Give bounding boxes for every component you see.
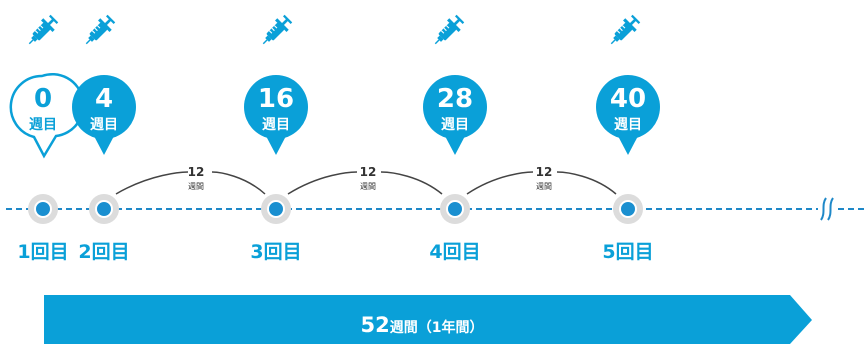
week-unit: 週目: [90, 117, 118, 133]
axis-break-icon: [820, 196, 836, 222]
week-unit: 週目: [262, 117, 290, 133]
syringe-icon: [258, 13, 294, 49]
week-marker-28: 28 週目: [423, 75, 487, 155]
total-text: 週間（1年間）: [390, 319, 484, 336]
dose-dot: [613, 194, 643, 224]
week-unit: 週目: [614, 117, 642, 133]
week-marker-40: 40 週目: [596, 75, 660, 155]
week-unit: 週目: [29, 117, 57, 133]
syringe-icon: [606, 13, 642, 49]
interval-arc: 12 週間: [466, 165, 617, 195]
total-number: 52: [361, 313, 390, 337]
total-duration-arrow: 52週間（1年間）: [44, 295, 812, 344]
syringe-icon: [24, 13, 60, 49]
syringe-icon: [81, 13, 117, 49]
interval-number: 12: [360, 165, 377, 179]
week-marker-0: 0 週目: [9, 72, 85, 159]
interval-unit: 週間: [360, 182, 376, 191]
interval-unit: 週間: [536, 182, 552, 191]
dose-dot: [261, 194, 291, 224]
total-duration-label: 52週間（1年間）: [361, 313, 484, 337]
dose-dot: [28, 194, 58, 224]
interval-arc: 12 週間: [115, 165, 266, 195]
dose-label: 2回目: [78, 241, 129, 263]
week-number: 4: [95, 84, 113, 114]
week-number: 28: [437, 84, 473, 114]
interval-number: 12: [536, 165, 553, 179]
week-marker-4: 4 週目: [72, 75, 136, 155]
interval-arc: 12 週間: [287, 165, 443, 195]
week-unit: 週目: [441, 117, 469, 133]
week-number: 16: [258, 84, 294, 114]
syringe-icon: [430, 13, 466, 49]
dose-label: 4回目: [429, 241, 480, 263]
dose-label: 5回目: [602, 241, 653, 263]
interval-unit: 週間: [188, 182, 204, 191]
dose-dot: [440, 194, 470, 224]
dose-label: 3回目: [250, 241, 301, 263]
week-number: 40: [610, 84, 646, 114]
week-marker-16: 16 週目: [244, 75, 308, 155]
dose-label: 1回目: [17, 241, 68, 263]
interval-number: 12: [188, 165, 205, 179]
dose-dot: [89, 194, 119, 224]
week-number: 0: [34, 84, 52, 114]
